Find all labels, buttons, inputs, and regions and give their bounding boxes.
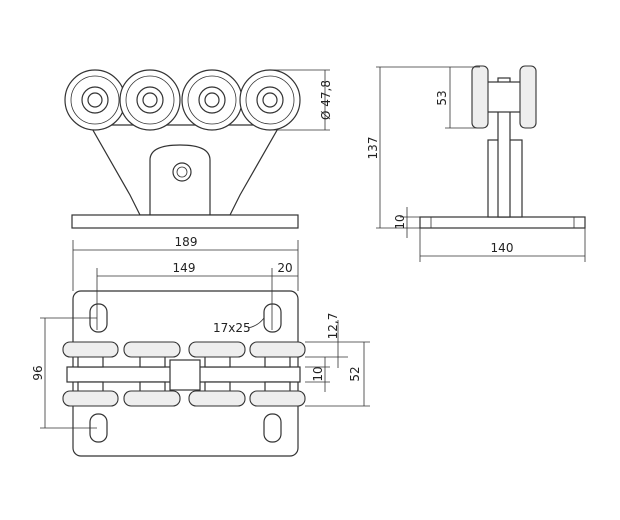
wheel-height-label: 53 [435,90,449,105]
side-wheel-left [471,65,489,129]
side-post [497,77,511,218]
roller-span-label: 52 [348,366,362,381]
hole-pitch-label: 96 [31,365,45,380]
slot-hole [263,303,282,333]
rollers [62,341,306,407]
side-wheel-right [519,65,537,129]
plate-width-label: 189 [175,235,198,249]
bottom-view: 189 149 20 17x25 96 12,7 10 52 [31,235,370,457]
hole-size-label: 17x25 [213,321,251,335]
gap-label: 10 [311,366,325,381]
pin-hole [172,162,192,182]
mounting-plate [71,214,299,229]
side-view: 137 53 10 140 [366,65,586,262]
hole-spacing-label: 149 [173,261,196,275]
wheel-diameter-label: Ø 47,8 [319,80,333,120]
plate-width-label: 140 [491,241,514,255]
hole-offset-label: 20 [277,261,292,275]
plate-thickness-label: 10 [393,214,407,229]
wheels [64,69,301,131]
height-total-label: 137 [366,137,380,160]
side-plate [419,216,586,229]
slot-hole [263,413,282,443]
roller-width-label: 12,7 [326,313,340,340]
front-view: Ø 47,8 [64,69,333,229]
